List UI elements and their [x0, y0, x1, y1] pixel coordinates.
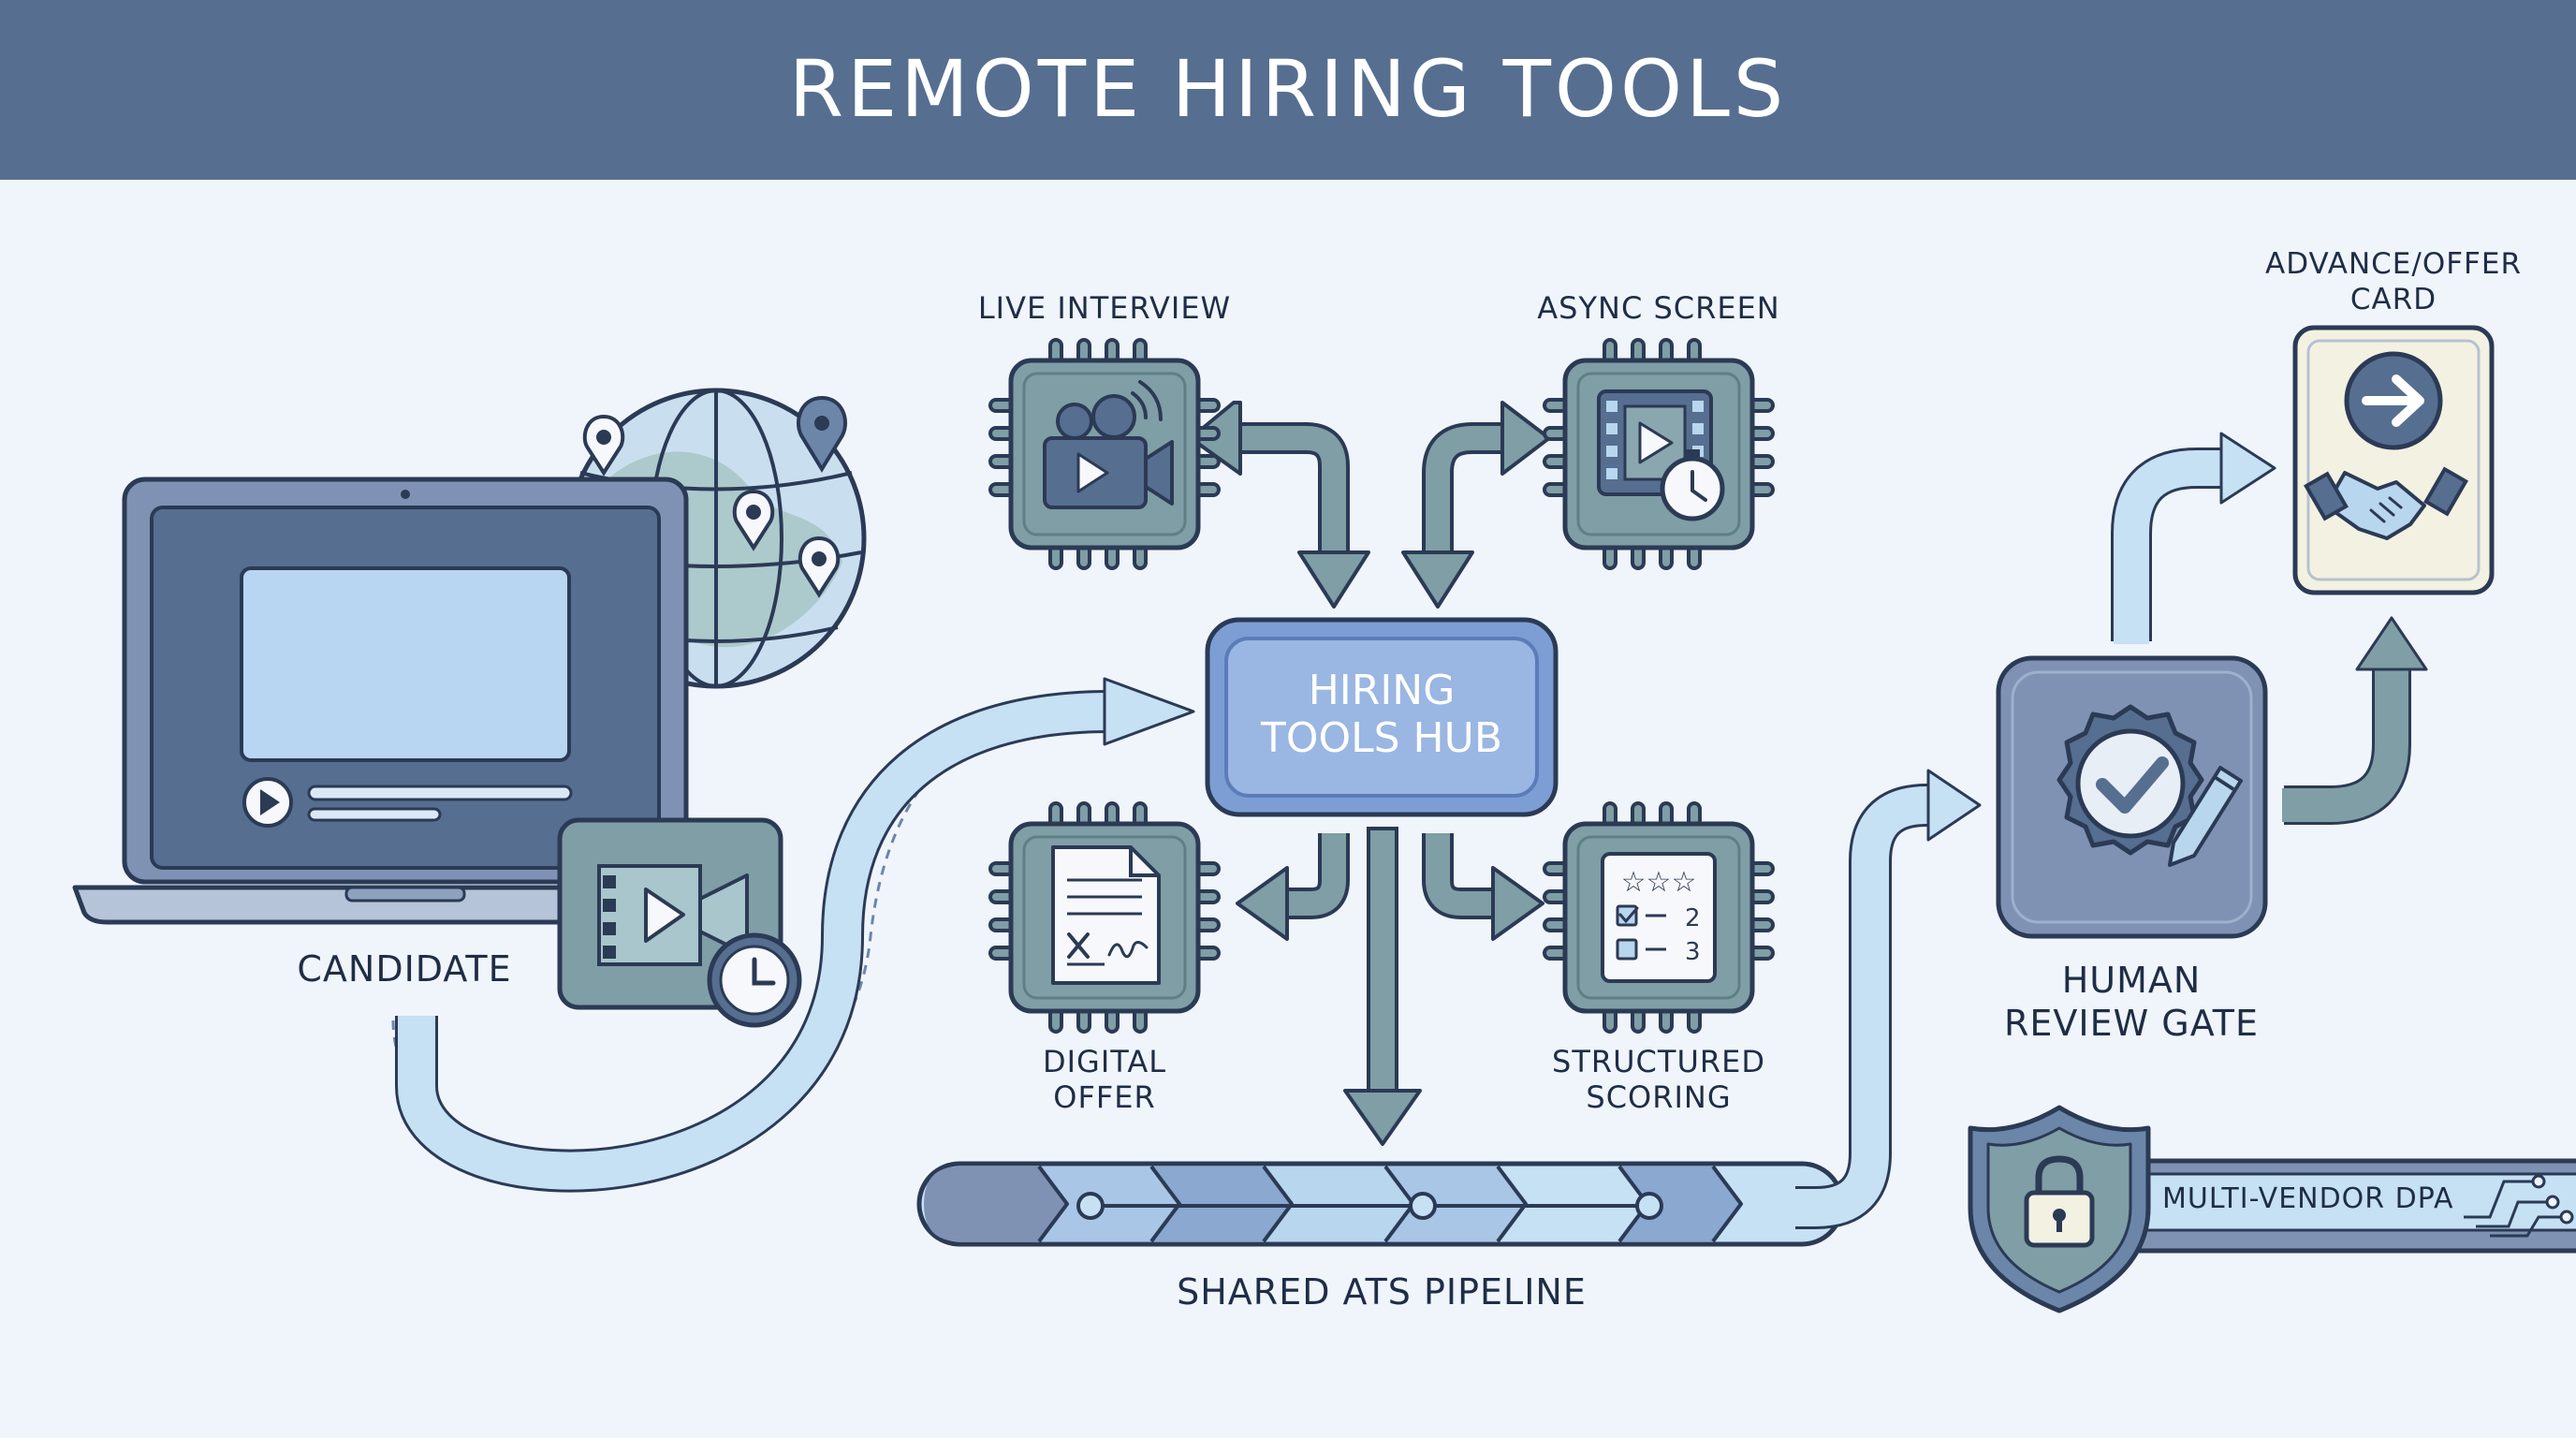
circuit-trace-icon — [2464, 1174, 2574, 1238]
star-rating-icon: ☆☆☆ — [1621, 866, 1697, 899]
advance-flow-arrow — [2111, 432, 2276, 644]
live-interview-label: LIVE INTERVIEW — [978, 290, 1231, 326]
offer-flow-arrow — [2282, 616, 2428, 825]
pipeline-label: SHARED ATS PIPELINE — [1177, 1271, 1587, 1313]
map-pin-icon — [582, 414, 841, 598]
play-icon — [242, 777, 573, 828]
scoring-link-arrow — [1422, 833, 1544, 941]
shield-lock-icon — [1968, 1105, 2151, 1313]
async-link-arrow — [1401, 401, 1551, 609]
clock-icon — [707, 932, 802, 1028]
interview-link-arrow — [1189, 401, 1370, 609]
advance-offer-card — [2292, 325, 2495, 595]
handshake-icon — [2304, 466, 2468, 540]
score-row-1: 2 — [1685, 904, 1701, 932]
hub-label-line2: TOOLS HUB — [1260, 714, 1502, 762]
pipeline-link-arrow — [1343, 827, 1422, 1146]
candidate-label: CANDIDATE — [297, 948, 511, 990]
hub-label-line1: HIRING — [1309, 667, 1456, 714]
title-banner — [0, 0, 2576, 180]
async-screen-label: ASYNC SCREEN — [1537, 290, 1779, 326]
signed-document-icon — [1051, 845, 1161, 985]
pencil-icon — [2168, 766, 2243, 867]
page-title: REMOTE HIRING TOOLS — [789, 43, 1788, 135]
approval-badge-icon — [2056, 704, 2204, 856]
hiring-tools-hub: HIRING TOOLS HUB — [1205, 617, 1559, 817]
stopwatch-icon — [1660, 449, 1725, 521]
review-gate-label-line2: REVIEW GATE — [2004, 1003, 2259, 1044]
map-pin-icon — [797, 395, 847, 473]
structured-scoring-label-line2: SCORING — [1586, 1079, 1731, 1115]
digital-offer-label-line1: DIGITAL — [1043, 1044, 1166, 1079]
digital-offer-label-line2: OFFER — [1053, 1079, 1155, 1115]
review-gate-label-line1: HUMAN — [2062, 960, 2202, 1001]
offer-card-label-line2: CARD — [2350, 283, 2437, 316]
video-camera-icon — [1043, 380, 1174, 509]
candidate-flow-arrowhead — [1103, 677, 1195, 746]
ats-pipeline — [916, 1161, 1845, 1247]
review-flow-arrow — [1794, 769, 1982, 1229]
structured-scoring-label-line1: STRUCTURED — [1552, 1044, 1765, 1079]
dpa-label: MULTI-VENDOR DPA — [2162, 1182, 2453, 1215]
offer-card-label-line1: ADVANCE/OFFER — [2265, 247, 2522, 281]
scorecard-icon: ☆☆☆ 2 3 — [1601, 852, 1717, 983]
candidate-flow-arrow — [398, 693, 1110, 1190]
offer-link-arrow — [1236, 833, 1350, 941]
arrow-right-icon — [2344, 351, 2443, 450]
score-row-2: 3 — [1685, 938, 1701, 966]
